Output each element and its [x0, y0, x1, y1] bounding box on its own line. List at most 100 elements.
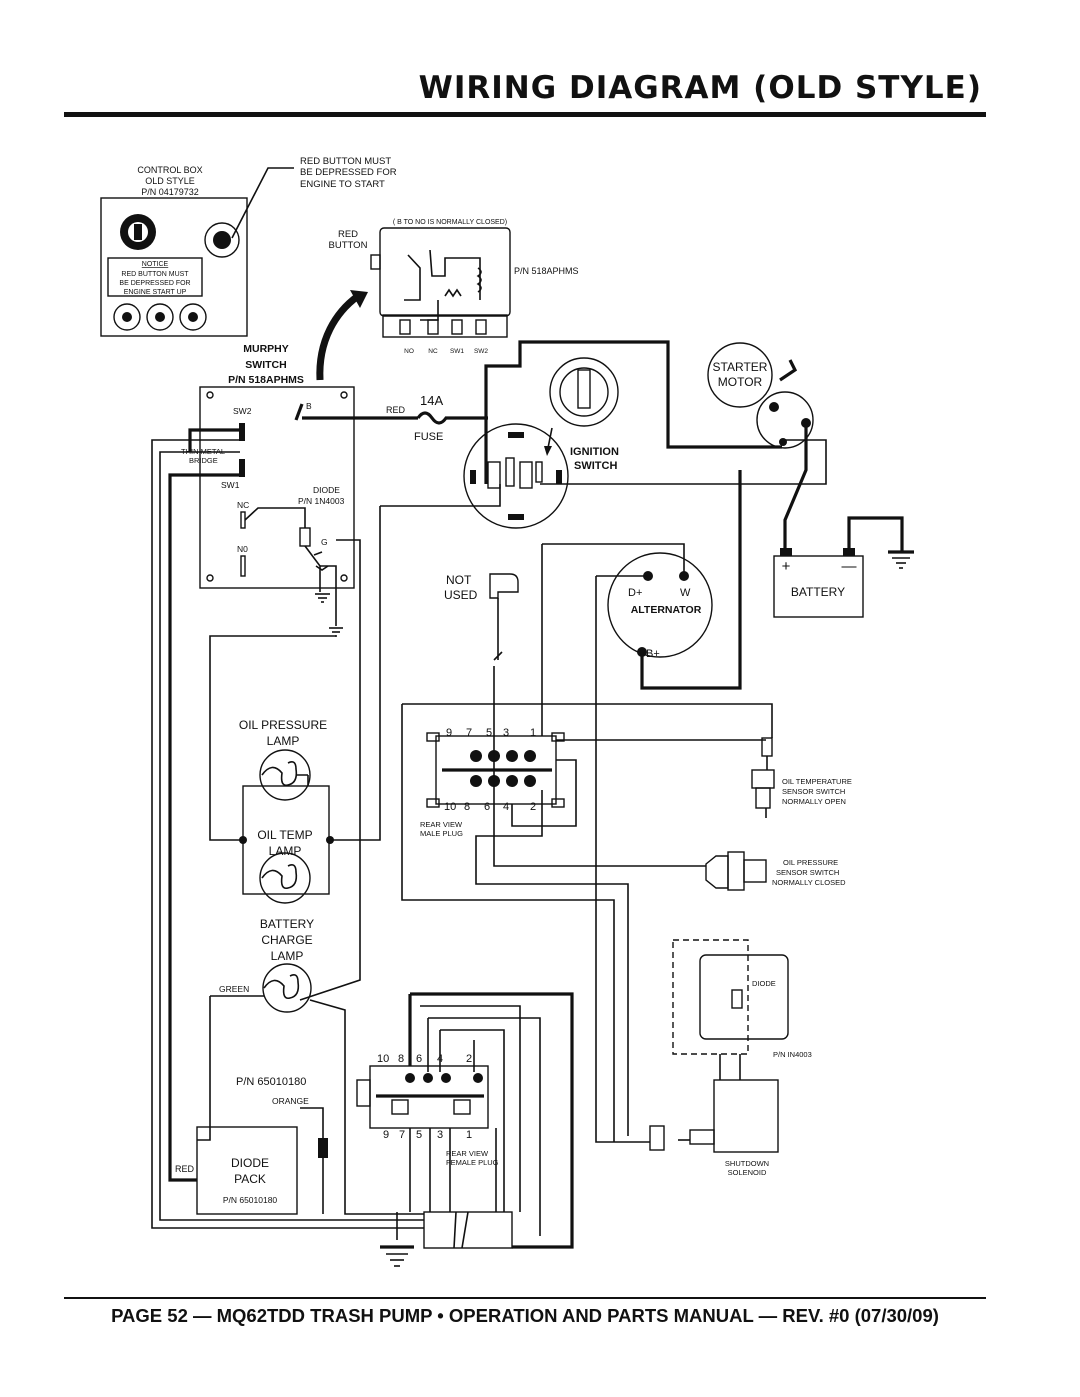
- starter-circle: [707, 342, 773, 408]
- ground-icon: [380, 1245, 414, 1267]
- starter-motor: STARTER MOTOR: [707, 342, 814, 449]
- oil-temp-line-2: SENSOR SWITCH: [782, 787, 845, 796]
- red-button-label-1: RED: [338, 229, 358, 240]
- female-bot-9: 9: [383, 1129, 389, 1141]
- gauge-icon-3: [179, 303, 207, 331]
- ground-icon: [329, 627, 343, 637]
- key-switch-icon: [549, 357, 619, 427]
- gauge-icon-1: [113, 303, 141, 331]
- ignition-label-1: IGNITION: [570, 446, 619, 458]
- notice-line-3: ENGINE START UP: [124, 289, 187, 296]
- male-plug-body: [435, 735, 557, 805]
- footer-rule: [64, 1297, 986, 1299]
- male-top-3: 3: [503, 727, 509, 739]
- male-bot-10: 10: [444, 801, 456, 813]
- oil-temp-sensor: OIL TEMPERATURE SENSOR SWITCH NORMALLY O…: [751, 737, 852, 809]
- fuse-icon: [302, 411, 488, 425]
- male-top-9: 9: [446, 727, 452, 739]
- terminal-no: NO: [404, 348, 414, 355]
- shutdown-label-2: SOLENOID: [728, 1168, 767, 1177]
- murphy-switch: MURPHY SWITCH P/N 518APHMS SW2 B THIN ME…: [181, 343, 355, 592]
- murphy-label-1: MURPHY: [243, 343, 289, 355]
- notice-plate: [107, 257, 203, 297]
- wires: [151, 340, 904, 1249]
- male-top-1: 1: [530, 727, 536, 739]
- shutdown-solenoid-body: [713, 1079, 779, 1153]
- callout-leader: [231, 167, 294, 239]
- notice-title: NOTICE: [142, 261, 169, 268]
- oil-pressure-sensor-icon: [705, 855, 729, 889]
- battery-label: BATTERY: [791, 585, 845, 599]
- inline-diode-icon: [318, 1138, 328, 1158]
- diode-pack-label-1: DIODE: [231, 1156, 269, 1170]
- not-used-connector-icon: [489, 573, 519, 599]
- starter-label-2: MOTOR: [718, 375, 763, 389]
- diode-pack-pn-top: P/N 65010180: [236, 1076, 306, 1088]
- alternator-body: [607, 552, 713, 658]
- diode-pack-pn-bottom: P/N 65010180: [223, 1195, 278, 1205]
- control-box-panel: [100, 197, 248, 337]
- female-top-2: 2: [466, 1053, 472, 1065]
- murphy-detail-note: ( B TO NO IS NORMALLY CLOSED): [393, 219, 507, 226]
- male-bot-2: 2: [530, 801, 536, 813]
- control-box-style: OLD STYLE: [145, 176, 195, 186]
- murphy-switch-body: [199, 386, 355, 589]
- female-bot-7: 7: [399, 1129, 405, 1141]
- female-plug: 10 8 6 4 2 9 7 5 3 1 REAR VIEW FEMALE PL…: [356, 1053, 499, 1167]
- diode-icon: [299, 527, 311, 547]
- not-used-line-2: USED: [444, 588, 478, 602]
- male-top-7: 7: [466, 727, 472, 739]
- female-bot-3: 3: [437, 1129, 443, 1141]
- diode-pack-body: [196, 1126, 298, 1215]
- murphy-detail: ( B TO NO IS NORMALLY CLOSED) RED BUTTON…: [329, 219, 579, 355]
- terminal-sw1: SW1: [450, 348, 464, 355]
- terminal-nc: NC: [428, 348, 438, 355]
- ground-icon: [888, 550, 914, 569]
- male-plug-label-2: MALE PLUG: [420, 829, 463, 838]
- alternator-label: ALTERNATOR: [631, 604, 702, 616]
- oil-temp-line-3: NORMALLY OPEN: [782, 797, 846, 806]
- shutdown-diode-icon: [731, 989, 743, 1009]
- female-top-8: 8: [398, 1053, 404, 1065]
- diode-label-1: DIODE: [313, 485, 340, 495]
- nc-label: NC: [237, 500, 249, 510]
- red-button-icon: [204, 222, 240, 258]
- alternator: D+ W ALTERNATOR B+: [607, 552, 713, 660]
- female-plug-label-2: FEMALE PLUG: [446, 1158, 499, 1167]
- oil-pressure-line-1: OIL PRESSURE: [783, 858, 838, 867]
- oil-pressure-line-2: SENSOR SWITCH: [776, 868, 839, 877]
- murphy-label-3: P/N 518APHMS: [228, 374, 304, 386]
- ignition-body: [463, 423, 569, 529]
- starter-solenoid: [756, 391, 814, 449]
- battery-lamp-label-1: BATTERY: [260, 917, 314, 931]
- starter-label-1: STARTER: [713, 360, 768, 374]
- solenoid-relay-body: [699, 954, 789, 1040]
- male-top-5: 5: [486, 727, 492, 739]
- orange-wire-label: ORANGE: [272, 1096, 309, 1106]
- murphy-label-2: SWITCH: [245, 359, 286, 371]
- female-bot-5: 5: [416, 1129, 422, 1141]
- red-wire-label: RED: [175, 1164, 195, 1174]
- battery: + — BATTERY: [773, 548, 864, 618]
- shutdown-solenoid: DIODE P/N IN4003 SHUTDOWN SOLENOID: [649, 939, 812, 1177]
- oil-pressure-sensor: OIL PRESSURE SENSOR SWITCH NORMALLY CLOS…: [705, 851, 846, 891]
- red-button-label-2: BUTTON: [329, 240, 368, 251]
- male-bot-8: 8: [464, 801, 470, 813]
- battery-lamp-label-3: LAMP: [271, 949, 304, 963]
- male-plug: 9 7 5 3 1 10 8 6 4 2 REAR VIEW MALE PLUG: [420, 727, 565, 838]
- g-label: G: [321, 537, 328, 547]
- murphy-detail-body: [379, 227, 511, 317]
- callout-line-1: RED BUTTON MUST: [300, 156, 391, 167]
- control-box-pn: P/N 04179732: [141, 187, 199, 197]
- no-label: N0: [237, 544, 248, 554]
- fuse-wire-label: RED: [386, 405, 406, 415]
- shutdown-label-1: SHUTDOWN: [725, 1159, 769, 1168]
- gauge-icon-2: [146, 303, 174, 331]
- oil-pressure-lamp-icon: [259, 749, 311, 801]
- battery-minus: —: [842, 558, 857, 575]
- oil-pressure-line-3: NORMALLY CLOSED: [772, 878, 846, 887]
- diode-label-2: P/N 1N4003: [298, 496, 345, 506]
- alternator-d-plus: D+: [628, 587, 642, 599]
- fuse-label: FUSE: [414, 431, 443, 443]
